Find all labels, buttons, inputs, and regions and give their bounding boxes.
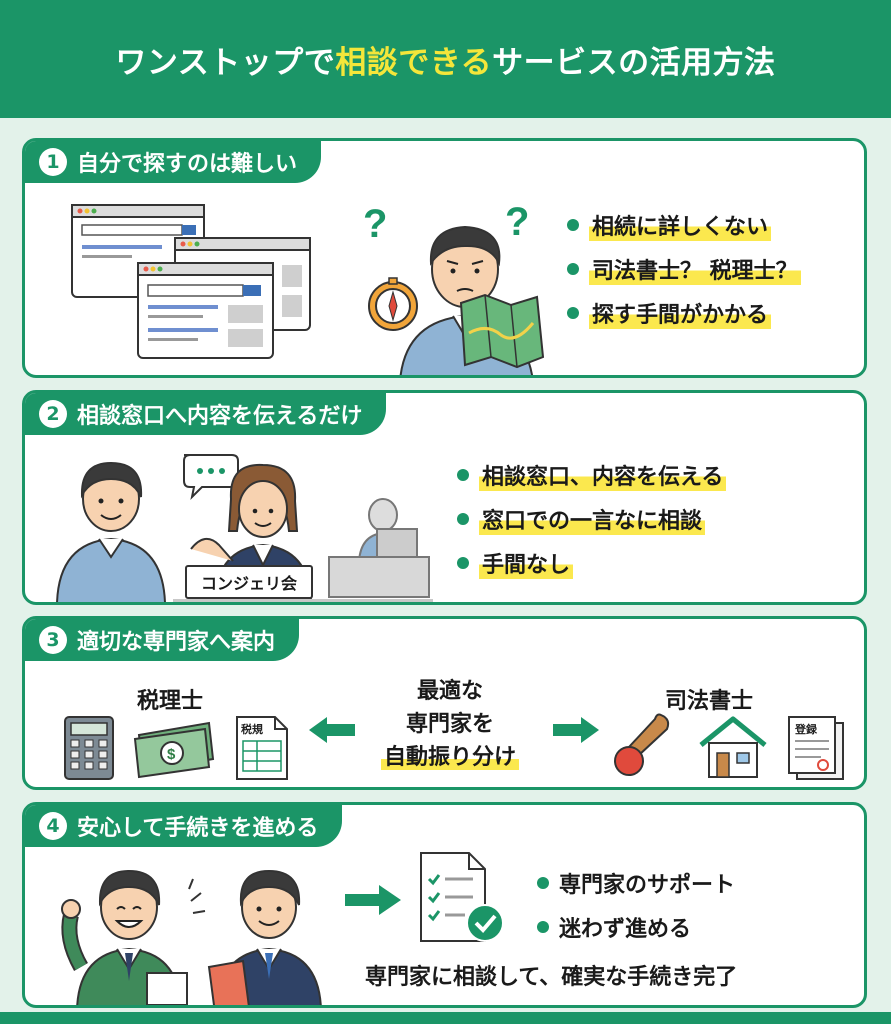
list-item: 迷わず進める [537,911,735,943]
happy-client-icon [61,869,206,1005]
section-4-tab: 4 安心して手続きを進める [25,805,343,847]
house-icon [699,716,767,778]
compass-icon [368,277,418,331]
section-1-bullets: 相続に詳しくない 司法書士？ 税理士？ 探す手間がかかる [567,209,801,341]
list-item: 手間なし [457,547,726,579]
bottom-bar [0,1012,891,1024]
judicial-scrivener-label: 司法書士 [665,689,754,714]
registry-document-icon: 登録 [788,716,844,780]
receptionist-icon [328,498,430,598]
title-part1: ワンストップで [115,44,336,81]
desk-sign: コンジェリ会 [185,565,313,599]
svg-text:$: $ [167,746,176,763]
section-4-footer-text: 専門家に相談して、確実な手続き完了 [365,965,738,990]
list-item: 相談窓口、内容を伝える [457,459,727,491]
seal-stamp-icon [614,713,670,776]
client-man-icon [56,461,166,602]
section-2-tab: 2 相談窓口へ内容を伝えるだけ [25,393,387,435]
section-title: 安心して手続きを進める [77,816,319,841]
section-2-bullets: 相談窓口、内容を伝える 窓口での一言なに相談 手間なし [457,459,727,591]
registry-doc-label: 登録 [794,722,818,736]
page-header: ワンストップで相談できるサービスの活用方法 [0,0,891,118]
section-4-bullets: 専門家のサポート 迷わず進める [537,867,735,955]
map-icon [459,293,545,369]
section-3-tab: 3 適切な専門家へ案内 [25,619,300,661]
question-mark-icon: ? [505,200,529,244]
question-mark-icon: ? [363,202,387,246]
section-title: 相談窓口へ内容を伝えるだけ [77,404,363,429]
section-number: 2 [39,400,67,428]
section-number: 1 [39,148,67,176]
section-1-tab: 1 自分で探すのは難しい [25,141,322,183]
svg-text:?: ? [505,200,529,244]
list-item: 窓口での一言なに相談 [457,503,726,535]
calculator-icon [64,716,114,780]
speech-bubble-icon [183,454,239,501]
section-2-panel: 2 相談窓口へ内容を伝えるだけ コンジェリ会 相談窓口、内容を伝える [22,390,867,605]
routing-text: 最適な 専門家を 自動振り分け [355,675,545,774]
browser-windows-icon [71,204,311,359]
section-number: 3 [39,626,67,654]
section-4-panel: 4 安心して手続きを進める [22,802,867,1008]
arrow-right-icon [345,885,401,915]
tax-accountant-label: 税理士 [137,689,204,714]
routing-line: 最適な [416,679,483,704]
list-item: 探す手間がかかる [567,297,801,329]
routing-line-highlight: 自動振り分け [355,741,545,774]
section-number: 4 [39,812,67,840]
checklist-icon [420,852,504,942]
arrow-right-icon [553,717,599,743]
tax-document-icon: 税規 [236,716,288,780]
title-part2: サービスの活用方法 [492,44,776,81]
expert-man-icon [207,869,322,1005]
section-title: 自分で探すのは難しい [77,152,298,177]
svg-text:?: ? [363,202,387,246]
section-3-panel: 3 適切な専門家へ案内 税理士 司法書士 $ 税規 最適 [22,616,867,790]
title-highlight: 相談できる [335,44,493,81]
tax-doc-label: 税規 [241,722,263,736]
banknote-icon: $ [133,721,215,779]
page-title: ワンストップで相談できるサービスの活用方法 [115,37,775,82]
section-title: 適切な専門家へ案内 [77,630,276,655]
routing-line: 専門家を [405,712,494,737]
arrow-left-icon [309,717,355,743]
section-1-panel: 1 自分で探すのは難しい ? ? [22,138,867,378]
list-item: 専門家のサポート [537,867,735,899]
list-item: 相続に詳しくない [567,209,801,241]
list-item: 司法書士？ 税理士？ [567,253,801,285]
